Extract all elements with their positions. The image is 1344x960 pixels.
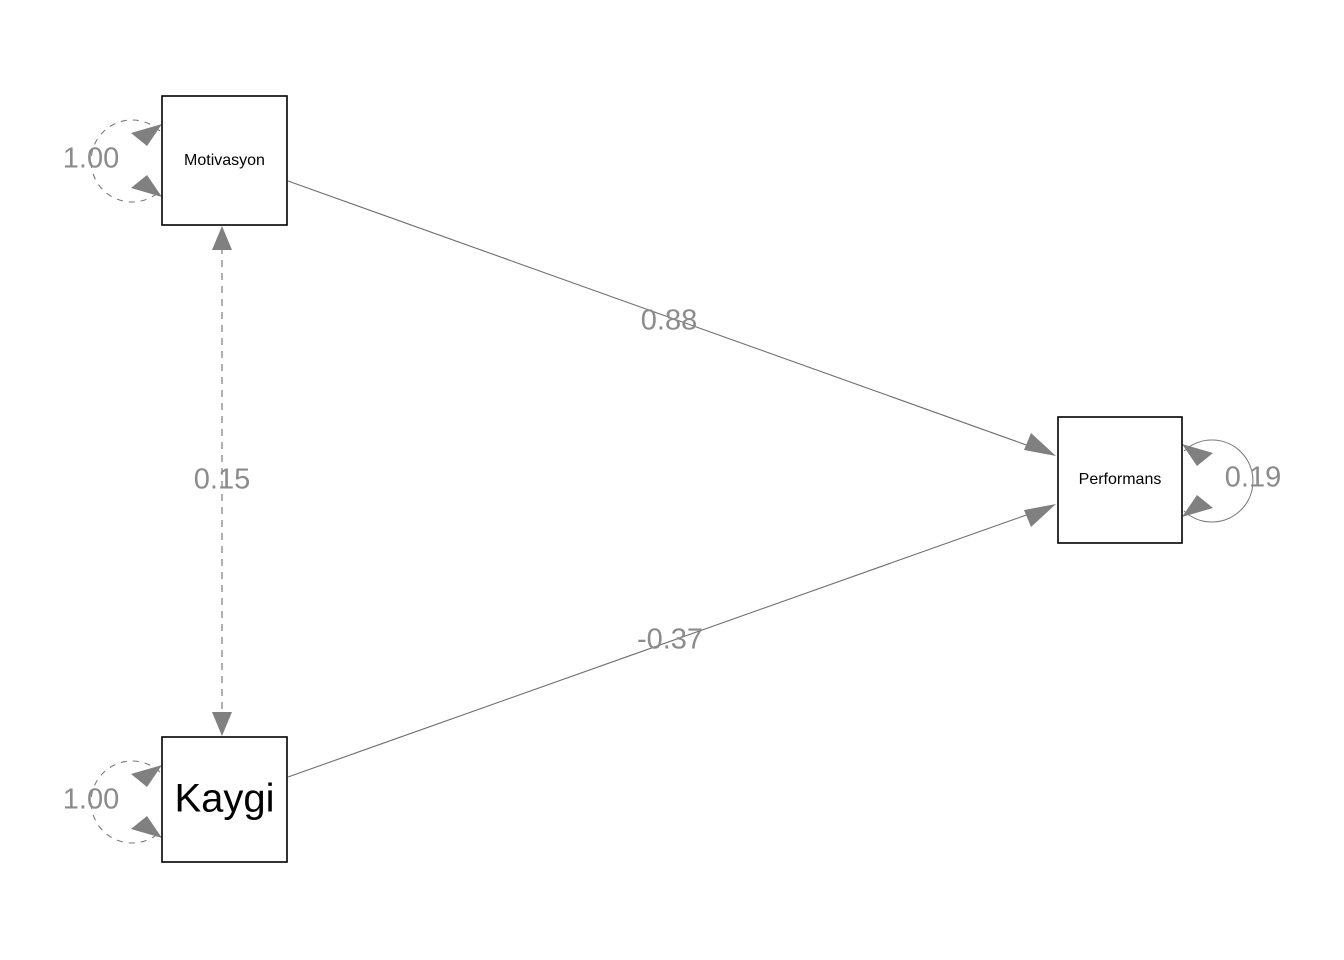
self-loop-label-performans: 0.19 [1225, 462, 1281, 494]
arrowhead-covariance-up [212, 226, 232, 250]
node-label-kaygi: Kaygi [174, 777, 274, 821]
arrowhead-kaygi-loop-top [131, 765, 162, 787]
self-loop-arc-kaygi [90, 760, 161, 844]
node-label-performans: Performans [1079, 471, 1162, 488]
edge-label-motivasyon-performans: 0.88 [641, 305, 697, 337]
self-loop-kaygi-variance[interactable]: 1.00 [63, 760, 162, 844]
self-loop-arc-performans [1183, 439, 1254, 523]
self-loop-arc-motivasyon [90, 119, 161, 203]
node-box-motivasyon [161, 95, 288, 226]
edge-kaygi-to-performans[interactable]: -0.37 [287, 504, 1056, 778]
edge-label-kaygi-performans: -0.37 [637, 624, 703, 656]
edge-label-covariance: 0.15 [194, 464, 250, 496]
node-performans[interactable]: Performans [1057, 416, 1183, 544]
node-kaygi[interactable]: Kaygi [161, 736, 288, 863]
node-box-performans [1057, 416, 1183, 544]
node-label-motivasyon: Motivasyon [184, 152, 265, 169]
arrowhead-kaygi-loop-bottom [131, 816, 162, 838]
arrowhead-covariance-down [212, 712, 232, 736]
edge-line-motivasyon-performans [287, 180, 1047, 453]
arrowhead-into-performans-top [1024, 433, 1056, 456]
edge-motivasyon-to-performans[interactable]: 0.88 [287, 180, 1056, 456]
node-motivasyon[interactable]: Motivasyon [161, 95, 288, 226]
edge-line-kaygi-performans [287, 507, 1047, 778]
self-loop-label-motivasyon: 1.00 [63, 143, 119, 175]
arrowhead-performans-loop-bottom [1182, 495, 1213, 517]
arrowhead-motivasyon-loop-top [131, 124, 162, 146]
node-box-kaygi [161, 736, 288, 863]
edge-motivasyon-kaygi-covariance[interactable]: 0.15 [194, 226, 250, 736]
self-loop-label-kaygi: 1.00 [63, 784, 119, 816]
arrowhead-into-performans-bottom [1024, 504, 1056, 527]
self-loop-motivasyon-variance[interactable]: 1.00 [63, 119, 162, 203]
arrowhead-motivasyon-loop-bottom [131, 175, 162, 197]
arrowhead-performans-loop-top [1182, 444, 1213, 466]
self-loop-performans-residual[interactable]: 0.19 [1182, 439, 1281, 523]
